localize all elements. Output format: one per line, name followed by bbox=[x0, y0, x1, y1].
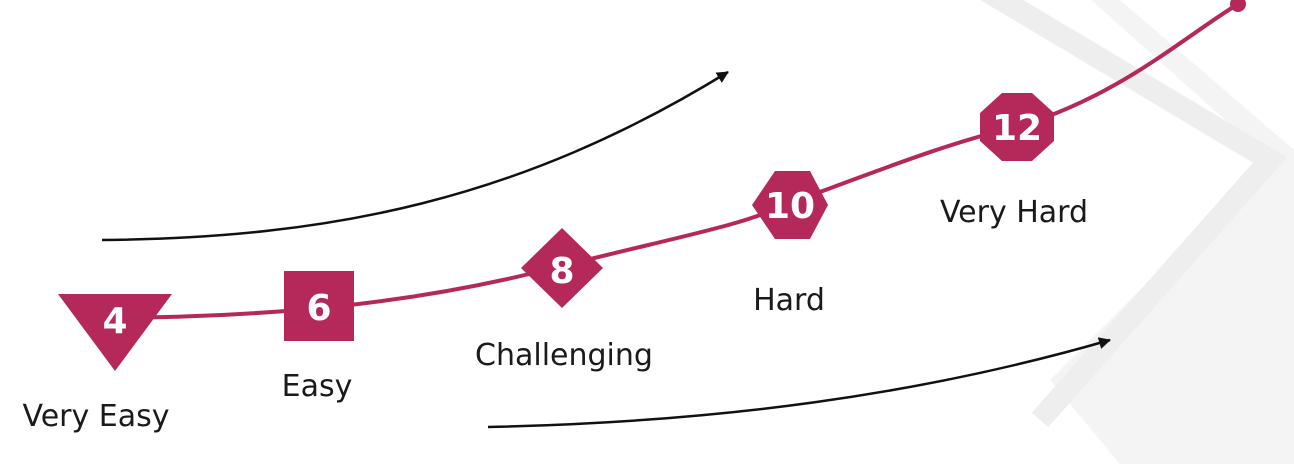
level-hard: 10 Hard bbox=[752, 171, 828, 318]
lower-arrow bbox=[487, 337, 1111, 429]
background-chevron-edge bbox=[980, 0, 1288, 428]
upper-arrow bbox=[101, 70, 729, 242]
level-challenging: 8 Challenging bbox=[475, 228, 653, 373]
level-number: 8 bbox=[549, 251, 574, 292]
curve-end-dot bbox=[1230, 0, 1246, 12]
level-label: Easy bbox=[282, 369, 353, 404]
triangle-marker bbox=[58, 294, 172, 371]
background-chevron bbox=[1050, 0, 1294, 464]
square-marker bbox=[284, 271, 354, 341]
level-number: 6 bbox=[306, 288, 331, 329]
level-label: Challenging bbox=[475, 338, 653, 373]
hexagon-marker bbox=[752, 171, 828, 239]
level-label: Very Hard bbox=[940, 195, 1088, 230]
level-number: 10 bbox=[765, 186, 815, 227]
level-label: Very Easy bbox=[23, 399, 170, 434]
level-label: Hard bbox=[753, 283, 825, 318]
level-very-easy: 4 Very Easy bbox=[23, 294, 172, 434]
level-number: 12 bbox=[992, 108, 1042, 149]
diamond-marker bbox=[521, 228, 603, 308]
octagon-marker bbox=[980, 93, 1054, 161]
level-number: 4 bbox=[102, 301, 127, 342]
level-very-hard: 12 Very Hard bbox=[940, 93, 1088, 230]
level-easy: 6 Easy bbox=[282, 271, 354, 404]
